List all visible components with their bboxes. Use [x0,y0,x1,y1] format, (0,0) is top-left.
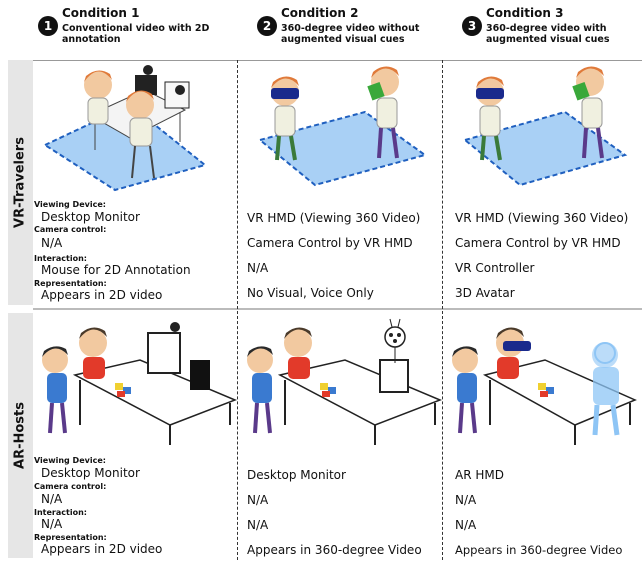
ar-c2-camera-control: N/A [247,493,269,507]
vr-condition-1-illustration [42,65,208,192]
ar-c2-interaction: N/A [247,518,269,532]
condition-3-subtitle: 360-degree video with augmented visual c… [486,23,610,45]
condition-1-number: 1 [38,16,58,36]
vr-c1-camera-control: N/A [41,236,63,250]
vr-c1-interaction: Mouse for 2D Annotation [41,263,191,277]
condition-2-title: Condition 2 [281,6,359,20]
ar-viewing-device-label: Viewing Device: [34,456,106,465]
condition-1-subtitle: Conventional video with 2D annotation [62,23,210,45]
ar-interaction-label: Interaction: [34,508,87,517]
condition-2-subtitle: 360-degree video without augmented visua… [281,23,420,45]
ar-c2-viewing-device: Desktop Monitor [247,468,346,482]
vr-c3-interaction: VR Controller [455,261,535,275]
ar-condition-3-illustration [452,327,637,445]
ar-c1-viewing-device: Desktop Monitor [41,466,140,480]
vr-c2-representation: No Visual, Voice Only [247,286,374,300]
condition-2-header: 2 Condition 2 360-degree video without a… [257,6,447,58]
row-divider-top [33,60,642,61]
ar-c3-interaction: N/A [455,518,477,532]
condition-3-number: 3 [462,16,482,36]
vr-c3-viewing-device: VR HMD (Viewing 360 Video) [455,211,629,225]
ar-c3-viewing-device: AR HMD [455,468,504,482]
vr-c2-interaction: N/A [247,261,269,275]
condition-3-header: 3 Condition 3 360-degree video with augm… [462,6,642,58]
vr-c2-camera-control: Camera Control by VR HMD [247,236,413,250]
vr-condition-3-illustration [462,66,628,187]
ar-row-label: AR-Hosts [12,402,28,469]
vr-condition-2-illustration [257,66,428,187]
column-divider-2 [442,60,443,560]
vr-viewing-device-label: Viewing Device: [34,200,106,209]
row-divider-middle [33,308,642,310]
condition-1-header: 1 Condition 1 Conventional video with 2D… [38,6,238,58]
vr-c1-representation: Appears in 2D video [41,288,163,302]
vr-representation-label: Representation: [34,279,107,288]
condition-1-title: Condition 1 [62,6,140,20]
ar-c1-camera-control: N/A [41,492,63,506]
ar-c3-camera-control: N/A [455,493,477,507]
ar-representation-label: Representation: [34,533,107,542]
condition-2-number: 2 [257,16,277,36]
ar-c1-representation: Appears in 2D video [41,542,163,556]
ar-row-band: AR-Hosts [8,313,33,558]
ar-c3-representation: Appears in 360-degree Video [455,543,623,557]
vr-interaction-label: Interaction: [34,254,87,263]
ar-c2-representation: Appears in 360-degree Video [247,543,422,557]
vr-row-band: VR-Travelers [8,60,33,305]
condition-3-title: Condition 3 [486,6,564,20]
ar-camera-control-label: Camera control: [34,482,107,491]
ar-condition-1-illustration [42,322,238,445]
ar-c1-interaction: N/A [41,517,63,531]
vr-c2-viewing-device: VR HMD (Viewing 360 Video) [247,211,421,225]
vr-c3-representation: 3D Avatar [455,286,515,300]
vr-c1-viewing-device: Desktop Monitor [41,210,140,224]
ar-condition-2-illustration [247,318,443,445]
vr-row-label: VR-Travelers [12,137,28,228]
vr-c3-camera-control: Camera Control by VR HMD [455,236,621,250]
vr-camera-control-label: Camera control: [34,225,107,234]
column-divider-1 [237,60,238,560]
